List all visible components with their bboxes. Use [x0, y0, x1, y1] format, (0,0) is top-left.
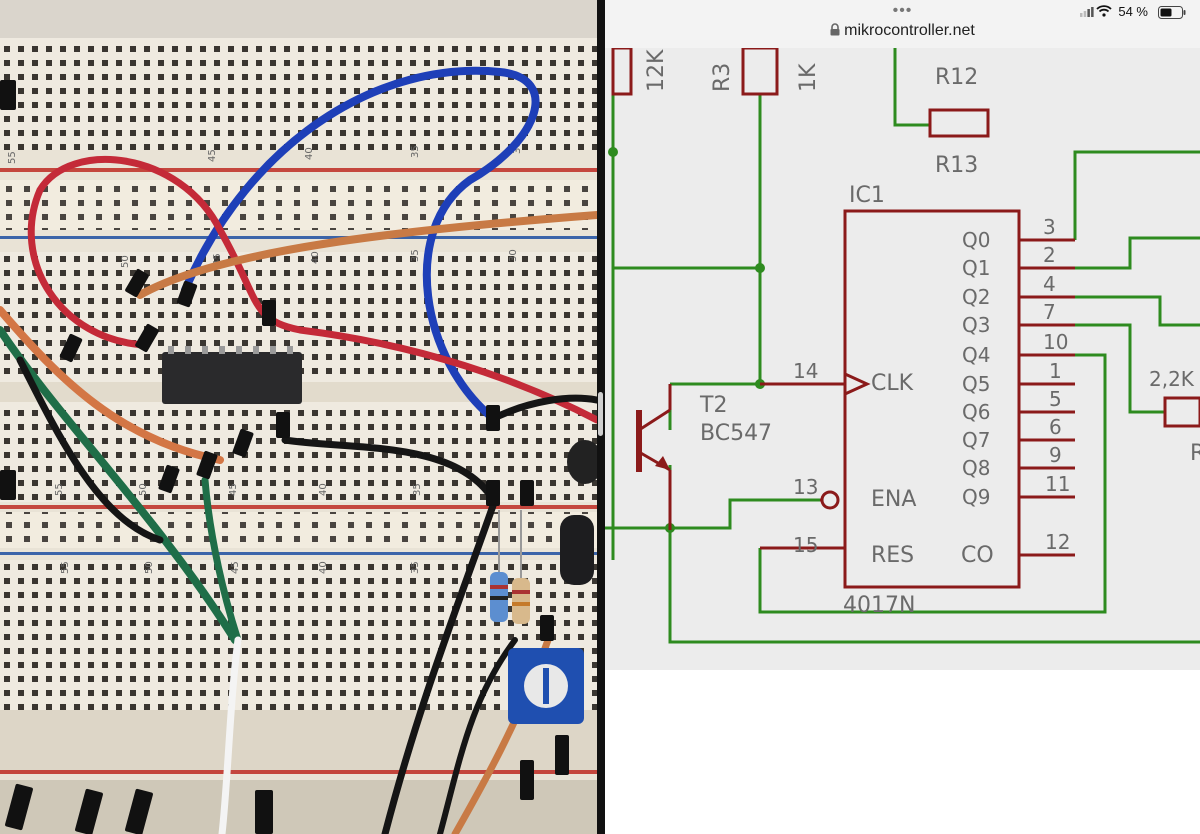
wifi-icon [1096, 5, 1112, 17]
label-ic1: IC1 [849, 183, 885, 208]
output-q6: Q6 [962, 400, 990, 424]
output-q8: Q8 [962, 456, 990, 480]
pin-number: 4 [1043, 272, 1056, 296]
output-q0: Q0 [962, 228, 990, 252]
label-r3: R3 [710, 63, 735, 92]
row-label: 45 [207, 149, 218, 162]
ic-chip [162, 352, 302, 404]
row-label: 55 [60, 561, 71, 574]
green-wire-2 [201, 476, 242, 644]
transistor-base [636, 410, 642, 472]
output-q1: Q1 [962, 256, 990, 280]
url-text: mikrocontroller.net [844, 22, 975, 39]
label-12k: 12K [644, 49, 669, 92]
page-blank-area [605, 670, 1200, 834]
row-label: 50 [120, 255, 131, 268]
row-label: 40 [304, 147, 315, 160]
pin-number: 15 [793, 533, 818, 557]
label-r12: R12 [935, 65, 978, 90]
pin-number: 14 [793, 359, 818, 383]
pin-number: 11 [1045, 472, 1070, 496]
battery-percentage: 54 % [1118, 4, 1148, 19]
white-wire [218, 636, 242, 834]
pin-number: 5 [1049, 387, 1062, 411]
split-view-handle[interactable] [598, 392, 603, 436]
black-wire-4 [486, 394, 597, 424]
pin-number: 1 [1049, 359, 1062, 383]
label-r13: R13 [935, 153, 978, 178]
label-1k: 1K [796, 63, 821, 92]
browser-window: ••• 54 % mikrocontroller.net [605, 0, 1200, 834]
row-label: 45 [230, 561, 241, 574]
red-wire [27, 155, 597, 424]
schematic-image: 12K R3 1K R12 R13 IC1 4017N T2 BC547 CLK… [605, 48, 1200, 670]
row-label: 40 [318, 561, 329, 574]
black-wire-5 [437, 637, 518, 834]
row-label: 55 [7, 151, 18, 164]
ena-inverter-bubble [820, 490, 840, 510]
row-label: 30 [508, 249, 519, 262]
resistor [512, 578, 530, 624]
resistor-12k [611, 48, 633, 96]
pin-number: 12 [1045, 530, 1070, 554]
row-label: 55 [54, 483, 65, 496]
status-bar: ••• 54 % mikrocontroller.net [605, 0, 1200, 48]
breadboard-photo: 55 45 40 35 30 50 45 40 35 30 55 50 45 4… [0, 0, 597, 834]
cellular-signal-icon [1080, 7, 1094, 17]
address-bar[interactable]: mikrocontroller.net [605, 22, 1200, 40]
orange-wire [136, 211, 597, 299]
black-wire-2 [281, 436, 494, 499]
pin-number: 9 [1049, 443, 1062, 467]
row-label: 35 [410, 249, 421, 262]
label-res: RES [871, 543, 914, 568]
pin-number: 10 [1043, 330, 1068, 354]
pin-number: 7 [1043, 300, 1056, 324]
output-q9: Q9 [962, 485, 990, 509]
row-label: 40 [310, 251, 321, 264]
black-wire [16, 356, 164, 544]
row-label: 45 [228, 483, 239, 496]
output-q7: Q7 [962, 428, 990, 452]
pin-number: 6 [1049, 415, 1062, 439]
resistor-r3 [741, 48, 779, 96]
pin-number: 3 [1043, 215, 1056, 239]
black-wire-3 [381, 496, 499, 834]
row-label: 50 [138, 483, 149, 496]
row-label: 35 [412, 483, 423, 496]
label-r-cut: R [1190, 441, 1200, 466]
multitasking-dots[interactable]: ••• [892, 2, 913, 19]
orange-wire-2 [0, 306, 224, 464]
label-ena: ENA [871, 487, 916, 512]
row-label: 35 [410, 561, 421, 574]
label-t2: T2 [699, 393, 727, 418]
row-label: 50 [144, 561, 155, 574]
lock-icon [830, 23, 840, 36]
row-label: 35 [410, 145, 421, 158]
pin-number: 13 [793, 475, 818, 499]
resistor-r13 [928, 108, 990, 138]
output-q2: Q2 [962, 285, 990, 309]
label-clk: CLK [871, 371, 914, 396]
label-co: CO [961, 543, 994, 568]
label-4017n: 4017N [843, 593, 915, 618]
row-label: 40 [318, 483, 329, 496]
hole-grid-top [0, 38, 597, 150]
capacitor [560, 515, 594, 585]
output-q3: Q3 [962, 313, 990, 337]
ic1-body [843, 209, 1021, 589]
blue-wire [181, 66, 540, 424]
battery-icon [1158, 6, 1186, 19]
row-label: 45 [212, 253, 223, 266]
power-rail-bottom [0, 512, 597, 548]
output-q4: Q4 [962, 343, 990, 367]
label-2-2k: 2,2K [1149, 367, 1195, 391]
output-q5: Q5 [962, 372, 990, 396]
resistor-22k [1163, 396, 1200, 428]
label-bc547: BC547 [700, 421, 772, 446]
pin-number: 2 [1043, 243, 1056, 267]
